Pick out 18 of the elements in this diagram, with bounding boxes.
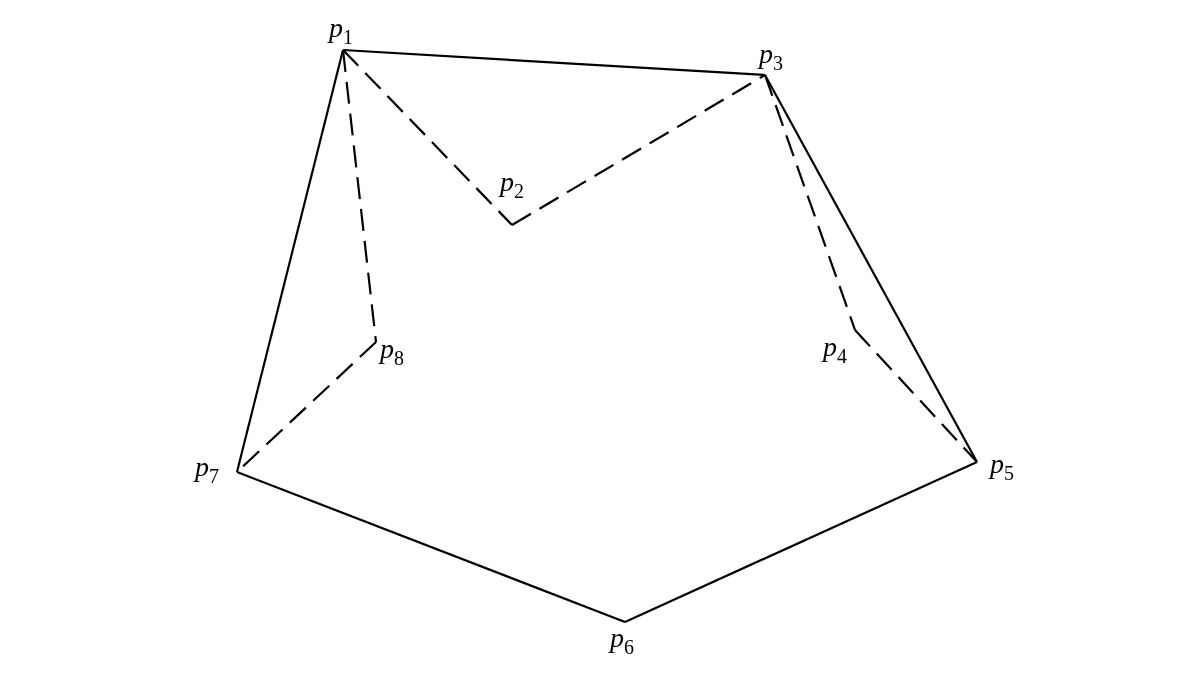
polygon-edge [764,74,978,463]
polygon-edge [236,470,626,624]
point-label: p$_{5}$ [990,450,1014,483]
dashed-line [854,329,978,463]
point-label: p$_{7}$ [195,453,219,486]
polygon-edge [342,48,766,77]
point-label: p$_{2}$ [500,168,524,201]
point-label: p$_{6}$ [610,624,634,657]
polygon-edge [624,461,978,623]
point-label: p$_{3}$ [759,40,783,73]
point-label: p$_{4}$ [823,333,847,366]
polygon-edge [235,49,345,473]
dashed-line [342,49,513,226]
point-label: p$_{8}$ [380,335,404,368]
dashed-line [763,74,857,331]
point-label: p$_{1}$ [329,14,353,47]
dashed-line [341,49,378,343]
dashed-line [511,74,766,226]
